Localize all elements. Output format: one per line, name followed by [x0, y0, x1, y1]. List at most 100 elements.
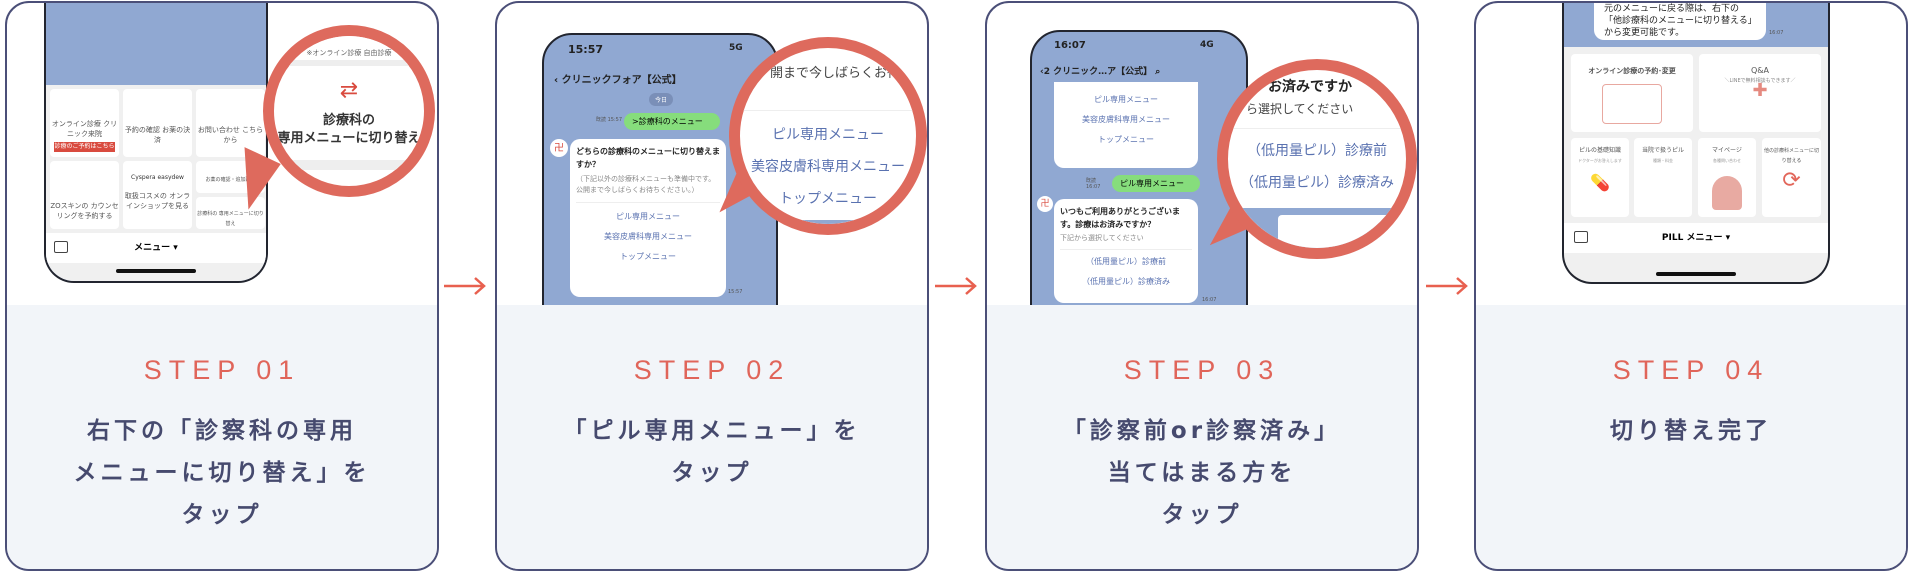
step-2-panel: STEP 02 「ピル専用メニュー」をタップ — [497, 305, 927, 569]
zoom-option-before: （低用量ピル）診療前 — [1247, 143, 1387, 159]
desc-line: 当てはまる方を — [1107, 460, 1297, 486]
note-text: 下記から選択してください — [1060, 234, 1144, 242]
clinic-avatar: 卍 — [550, 139, 568, 157]
menu-tile-contact[interactable]: お問い合わせ こちらから — [196, 89, 265, 157]
menu-tile-reservation[interactable]: 予約の確認 お薬の決済 — [123, 89, 192, 157]
menu-bar[interactable]: メニュー ▾ — [46, 233, 266, 263]
keyboard-icon[interactable] — [54, 241, 68, 253]
desc-line: 「ピル専用メニュー」を — [563, 418, 861, 444]
option-pill-menu[interactable]: ピル専用メニュー — [1094, 95, 1158, 104]
clinic-avatar: 卍 — [1037, 196, 1053, 212]
sent-message: ピル専用メニュー — [1112, 175, 1200, 192]
tile-subtitle: ＼LINEで無料相談もできます／ — [1724, 78, 1796, 84]
home-indicator — [116, 269, 196, 273]
reserve-button[interactable]: 診療のご予約はこちら — [54, 142, 115, 152]
refresh-icon: ⟳ — [1782, 168, 1801, 193]
menu-tile-pills[interactable]: 当院で扱うピル種類・料金 — [1634, 138, 1692, 217]
brand-cyspera: Cyspera — [131, 174, 156, 181]
step-4-panel: STEP 04 切り替え完了 — [1476, 305, 1906, 569]
step-4-screenshot: 元のメニューに戻る際は、右下の「他診療科のメニューに切り替える」から変更可能です… — [1476, 3, 1906, 305]
step-2-screenshot: 15:57 5G ‹ クリニックフォア【公式】 今日 既読 15:57 >診療科… — [497, 3, 927, 305]
phone-mockup: 16:07 4G ‹2 クリニック…ア【公式】 ⌕ ピル専用メニュー 美容皮膚科… — [1030, 30, 1248, 305]
step-card-1: オンライン診療 クリニック来院診療のご予約はこちら 予約の確認 お薬の決済 お問… — [5, 1, 439, 571]
menu-tile-qa[interactable]: Q&A＼LINEで無料相談もできます／✚ — [1699, 54, 1821, 132]
zoom-option-pill: ピル専用メニュー — [772, 127, 884, 143]
keyboard-icon[interactable] — [1574, 231, 1588, 243]
question-bubble: いつもご利用ありがとうございます。診療はお済みですか？ 下記から選択してください… — [1054, 199, 1198, 303]
phone-mockup: 15:57 5G ‹ クリニックフォア【公式】 今日 既読 15:57 >診療科… — [542, 33, 778, 305]
message-time: 15:57 — [728, 289, 743, 295]
switch-arrows-icon: ⇄ — [339, 78, 359, 103]
zoom-label-1: 診療科の — [322, 113, 375, 128]
status-time: 15:57 — [568, 43, 604, 56]
desc-line: 切り替え完了 — [1610, 418, 1772, 444]
desc-line: タップ — [181, 502, 263, 528]
info-message: 元のメニューに戻る際は、右下の「他診療科のメニューに切り替える」から変更可能です… — [1594, 3, 1766, 40]
back-icon[interactable]: ‹ — [554, 75, 559, 86]
step-description: 右下の「診察科の専用メニューに切り替え」をタップ — [7, 410, 437, 536]
menu-tile-pill-basics[interactable]: ピルの基礎知識ドクターがお答えします💊 — [1571, 138, 1629, 217]
option-beauty-menu[interactable]: 美容皮膚科専用メニュー — [1082, 115, 1170, 124]
tile-subtitle: 各種問い合わせ — [1713, 158, 1741, 163]
step-number: STEP 02 — [633, 355, 791, 385]
desc-line: タップ — [1161, 502, 1243, 528]
person-icon — [1712, 176, 1742, 210]
magnifier: ※オンライン診療 自由診療 ⇄ 診療科の専用メニューに切り替え — [263, 25, 435, 197]
previous-bubble: ピル専用メニュー 美容皮膚科専用メニュー トップメニュー — [1054, 82, 1198, 168]
home-indicator — [1656, 272, 1736, 276]
tile-title: ピルの基礎知識 — [1578, 147, 1621, 154]
tile-subtitle: 種類・料金 — [1653, 158, 1673, 163]
brand-easydew: easydew — [157, 174, 184, 181]
menu-bar[interactable]: PILL メニュー ▾ — [1564, 223, 1828, 253]
menu-toggle-label: メニュー ▾ — [134, 243, 178, 253]
pill-icon: 💊 — [1590, 173, 1610, 192]
desc-line: メニューに切り替え」を — [73, 460, 371, 486]
desc-line: タップ — [671, 460, 753, 486]
desc-line: 「診察前or診察済み」 — [1062, 418, 1342, 444]
step-card-2: 15:57 5G ‹ クリニックフォア【公式】 今日 既読 15:57 >診療科… — [495, 1, 929, 571]
option-top-menu[interactable]: トップメニュー — [620, 252, 676, 261]
option-after-visit[interactable]: （低用量ピル）診療済み — [1082, 277, 1170, 286]
step-1-panel: STEP 01 右下の「診察科の専用メニューに切り替え」をタップ — [7, 305, 437, 569]
menu-tile-online-reservation[interactable]: オンライン診療の予約･変更 — [1571, 54, 1693, 132]
sent-message: >診療科のメニュー — [624, 113, 720, 130]
option-beauty-menu[interactable]: 美容皮膚科専用メニュー — [604, 232, 692, 241]
tile-label: 取扱コスメの オンラインショップを見る — [124, 192, 191, 210]
arrow-right-icon — [1426, 277, 1468, 295]
back-icon[interactable]: ‹ — [1040, 67, 1044, 77]
step-3-screenshot: 16:07 4G ‹2 クリニック…ア【公式】 ⌕ ピル専用メニュー 美容皮膚科… — [987, 3, 1417, 305]
status-signal: 4G — [1200, 40, 1214, 50]
read-receipt: 既読 16:07 — [1086, 178, 1101, 190]
menu-tile-switch[interactable]: 診療科の 専用メニューに切り替え — [196, 197, 265, 229]
chat-hospital-icon: ✚ — [1752, 80, 1768, 101]
option-top-menu[interactable]: トップメニュー — [1098, 135, 1154, 144]
search-icon[interactable]: ⌕ — [1155, 67, 1161, 77]
chat-title: クリニックフォア【公式】 — [561, 75, 682, 86]
message-time: 16:07 — [1202, 297, 1217, 303]
tile-title: マイページ — [1712, 147, 1742, 154]
step-card-4: 元のメニューに戻る際は、右下の「他診療科のメニューに切り替える」から変更可能です… — [1474, 1, 1908, 571]
phone-mockup: オンライン診療 クリニック来院診療のご予約はこちら 予約の確認 お薬の決済 お問… — [44, 3, 268, 283]
zoom-label-2: 専用メニューに切り替え — [277, 131, 421, 146]
option-pill-menu[interactable]: ピル専用メニュー — [616, 212, 680, 221]
menu-tile-switch-department[interactable]: 他の診療科メニューに切り替える⟳ — [1762, 138, 1821, 217]
zoom-caption: お済みですか — [1268, 79, 1352, 95]
date-chip: 今日 — [649, 93, 674, 106]
step-number: STEP 03 — [1123, 355, 1281, 385]
read-receipt: 既読 15:57 — [596, 117, 622, 123]
option-before-visit[interactable]: （低用量ピル）診療前 — [1086, 257, 1166, 266]
note-text: （下記以外の診療科メニューも準備中です。公開まで今しばらくお待ちください。） — [576, 175, 716, 194]
menu-tile-cosme[interactable]: Cyspera easydew 取扱コスメの オンラインショップを見る — [123, 161, 192, 229]
zoom-option-after: （低用量ピル）診療済み — [1240, 175, 1394, 191]
menu-tile-mypage[interactable]: マイページ各種問い合わせ — [1698, 138, 1756, 217]
menu-tile-counseling[interactable]: ZOスキンの カウンセリングを予約する — [50, 161, 119, 229]
message-time: 16:07 — [1769, 30, 1784, 36]
zoom-caption: ※オンライン診療 自由診療 — [274, 36, 424, 66]
question-text: どちらの診療科のメニューに切り替えますか？ — [576, 147, 720, 169]
zoom-option-beauty: 美容皮膚科専用メニュー — [751, 159, 905, 175]
menu-tile-online[interactable]: オンライン診療 クリニック来院診療のご予約はこちら — [50, 89, 119, 157]
menu-tile-delivery[interactable]: お薬の確認・追加配送 — [196, 161, 265, 193]
phone-calendar-icon — [1602, 84, 1662, 124]
step-number: STEP 01 — [143, 355, 301, 385]
zoom-caption: 開まで今しばらくお待 — [770, 66, 901, 81]
